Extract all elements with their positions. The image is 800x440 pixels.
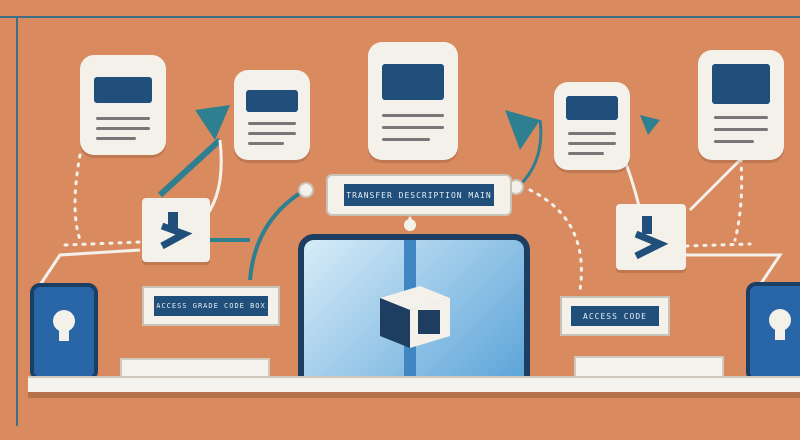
left-label-banner: ACCESS GRADE CODE BOX bbox=[142, 286, 280, 326]
arrow-tile-right bbox=[616, 204, 686, 270]
document-card-4 bbox=[554, 82, 630, 170]
cube-icon bbox=[380, 286, 450, 348]
document-card-3 bbox=[368, 42, 458, 160]
document-card-5 bbox=[698, 50, 784, 160]
top-label-banner: TRANSFER DESCRIPTION MAIN bbox=[326, 174, 512, 216]
lock-device-right bbox=[746, 282, 800, 382]
lock-device-left bbox=[30, 283, 98, 381]
arrow-tile-left bbox=[142, 198, 210, 262]
top-label-text: TRANSFER DESCRIPTION MAIN bbox=[344, 184, 494, 206]
frame-left-line bbox=[16, 16, 18, 426]
arrow-right-icon bbox=[634, 216, 669, 260]
keyhole-icon bbox=[53, 310, 75, 341]
arrow-right-icon bbox=[160, 212, 193, 250]
keyhole-icon bbox=[769, 309, 791, 340]
base-shelf bbox=[28, 376, 800, 394]
document-card-2 bbox=[234, 70, 310, 160]
right-label-banner: ACCESS CODE bbox=[560, 296, 670, 336]
right-label-text: ACCESS CODE bbox=[571, 306, 659, 326]
frame-top-line bbox=[0, 16, 800, 18]
central-monitor bbox=[298, 234, 530, 392]
left-label-text: ACCESS GRADE CODE BOX bbox=[154, 296, 268, 316]
base-shadow bbox=[28, 392, 800, 398]
tray-right bbox=[574, 356, 724, 378]
tray-left bbox=[120, 358, 270, 378]
document-card-1 bbox=[80, 55, 166, 155]
